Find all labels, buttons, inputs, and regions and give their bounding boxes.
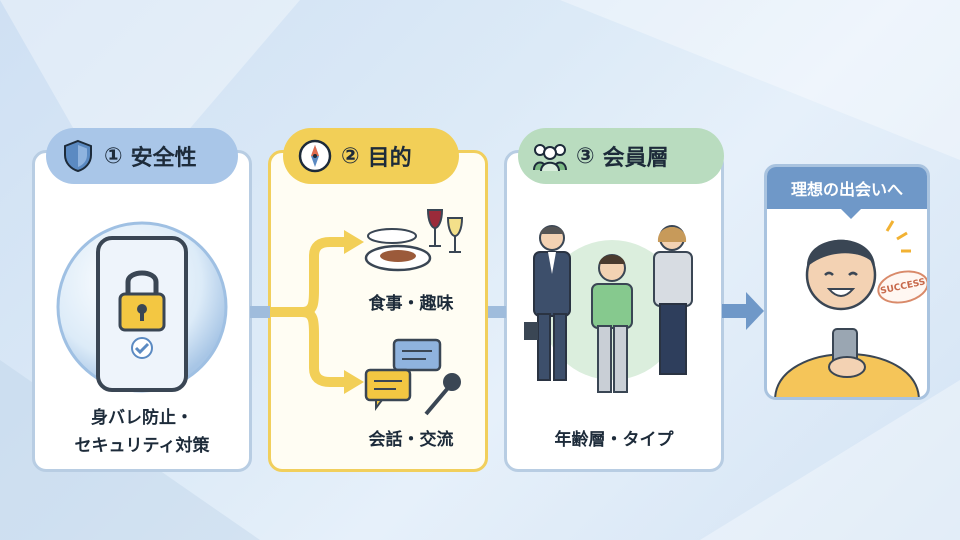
check-icon — [131, 337, 153, 359]
members-caption: 年齢層・タイプ — [554, 430, 674, 450]
step-title: 安全性 — [130, 146, 197, 171]
step-number: ③ — [576, 143, 595, 169]
goal-title: 理想の出会いへ — [767, 167, 927, 219]
connector-1-2 — [250, 306, 270, 318]
step-number: ① — [104, 143, 123, 169]
purpose-header: ② 目的 — [283, 128, 459, 184]
chat-microphone-icon — [364, 338, 461, 416]
boy-figure — [591, 254, 633, 393]
purpose-branch-arrows — [270, 230, 364, 394]
protected-phone-illustration — [56, 221, 228, 393]
safety-caption: 身バレ防止・ セキュリティ対策 — [32, 404, 252, 460]
members-header: ③ 会員層 — [518, 128, 724, 184]
arrow-to-goal — [722, 292, 764, 330]
connector-2-3 — [488, 306, 506, 318]
people-group-icon — [532, 138, 568, 174]
woman-figure — [653, 225, 693, 375]
dining-icon — [364, 209, 464, 272]
safety-caption-line1: 身バレ防止・ — [91, 408, 193, 428]
step-title: 目的 — [367, 146, 412, 171]
happy-man-illustration — [774, 220, 920, 397]
branch-label-dining: 食事・趣味 — [368, 294, 454, 314]
businessman-figure — [524, 225, 571, 381]
padlock-icon — [118, 270, 166, 332]
branch-label-chat: 会話・交流 — [368, 430, 454, 450]
goal-card: 理想の出会いへ SUCCESS — [764, 164, 930, 400]
compass-icon — [297, 138, 333, 174]
safety-caption-line2: セキュリティ対策 — [74, 436, 210, 456]
safety-header: ① 安全性 — [46, 128, 238, 184]
shield-icon — [60, 138, 96, 174]
sparkle-lines-icon — [885, 220, 911, 253]
step-title: 会員層 — [602, 146, 669, 171]
members-illustration — [524, 225, 693, 393]
step-number: ② — [341, 143, 360, 169]
